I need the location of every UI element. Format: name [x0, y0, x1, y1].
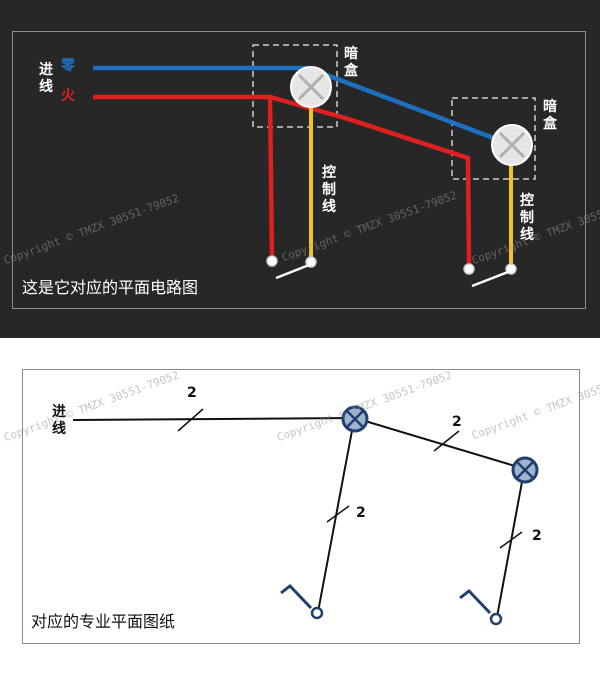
wire-count-label: 2: [452, 414, 462, 430]
plan-lamp-1-icon: [341, 405, 369, 433]
plan-switch-2-icon: [459, 588, 503, 626]
junction-box-2: [451, 97, 536, 180]
live-wire: [93, 94, 275, 256]
plan-tick-4: [499, 531, 523, 549]
wire-count-label: 2: [187, 385, 197, 401]
junction-box-1-label: 暗盒: [344, 46, 358, 79]
top-caption: 这是它对应的平面电路图: [22, 278, 199, 297]
junction-box-2-label: 暗盒: [543, 99, 557, 132]
wire-count-label: 2: [532, 528, 542, 544]
plan-incoming-label: 进线: [52, 404, 66, 437]
plan-line-lamp2-switch: [496, 470, 525, 618]
live-label: 火: [61, 88, 75, 104]
lamp-1-icon: [290, 66, 332, 108]
plan-line-lamp1-lamp2: [354, 417, 526, 470]
wire-count-label: 2: [356, 505, 366, 521]
circuit-frame: [12, 31, 586, 309]
plan-frame: [22, 369, 580, 644]
plan-tick-3: [326, 505, 350, 523]
bottom-caption: 对应的专业平面图纸: [31, 612, 176, 631]
circuit-panel: [0, 0, 600, 338]
plan-lamp-2-icon: [511, 456, 539, 484]
plan-tick-1: [177, 408, 204, 432]
live-wire-branch: [269, 94, 472, 265]
control-wire-1-label: 控制线: [322, 165, 336, 215]
lamp-2-icon: [491, 124, 533, 166]
plan-switch-1-icon: [280, 583, 324, 620]
junction-box-1: [252, 44, 338, 128]
incoming-label: 进线: [39, 62, 53, 95]
neutral-label: 零: [61, 58, 75, 74]
switch-1-icon: [266, 255, 317, 280]
control-wire-2-label: 控制线: [520, 193, 534, 243]
plan-tick-2: [433, 430, 460, 452]
plan-incoming-line: [72, 417, 356, 421]
switch-2-icon: [463, 263, 517, 288]
